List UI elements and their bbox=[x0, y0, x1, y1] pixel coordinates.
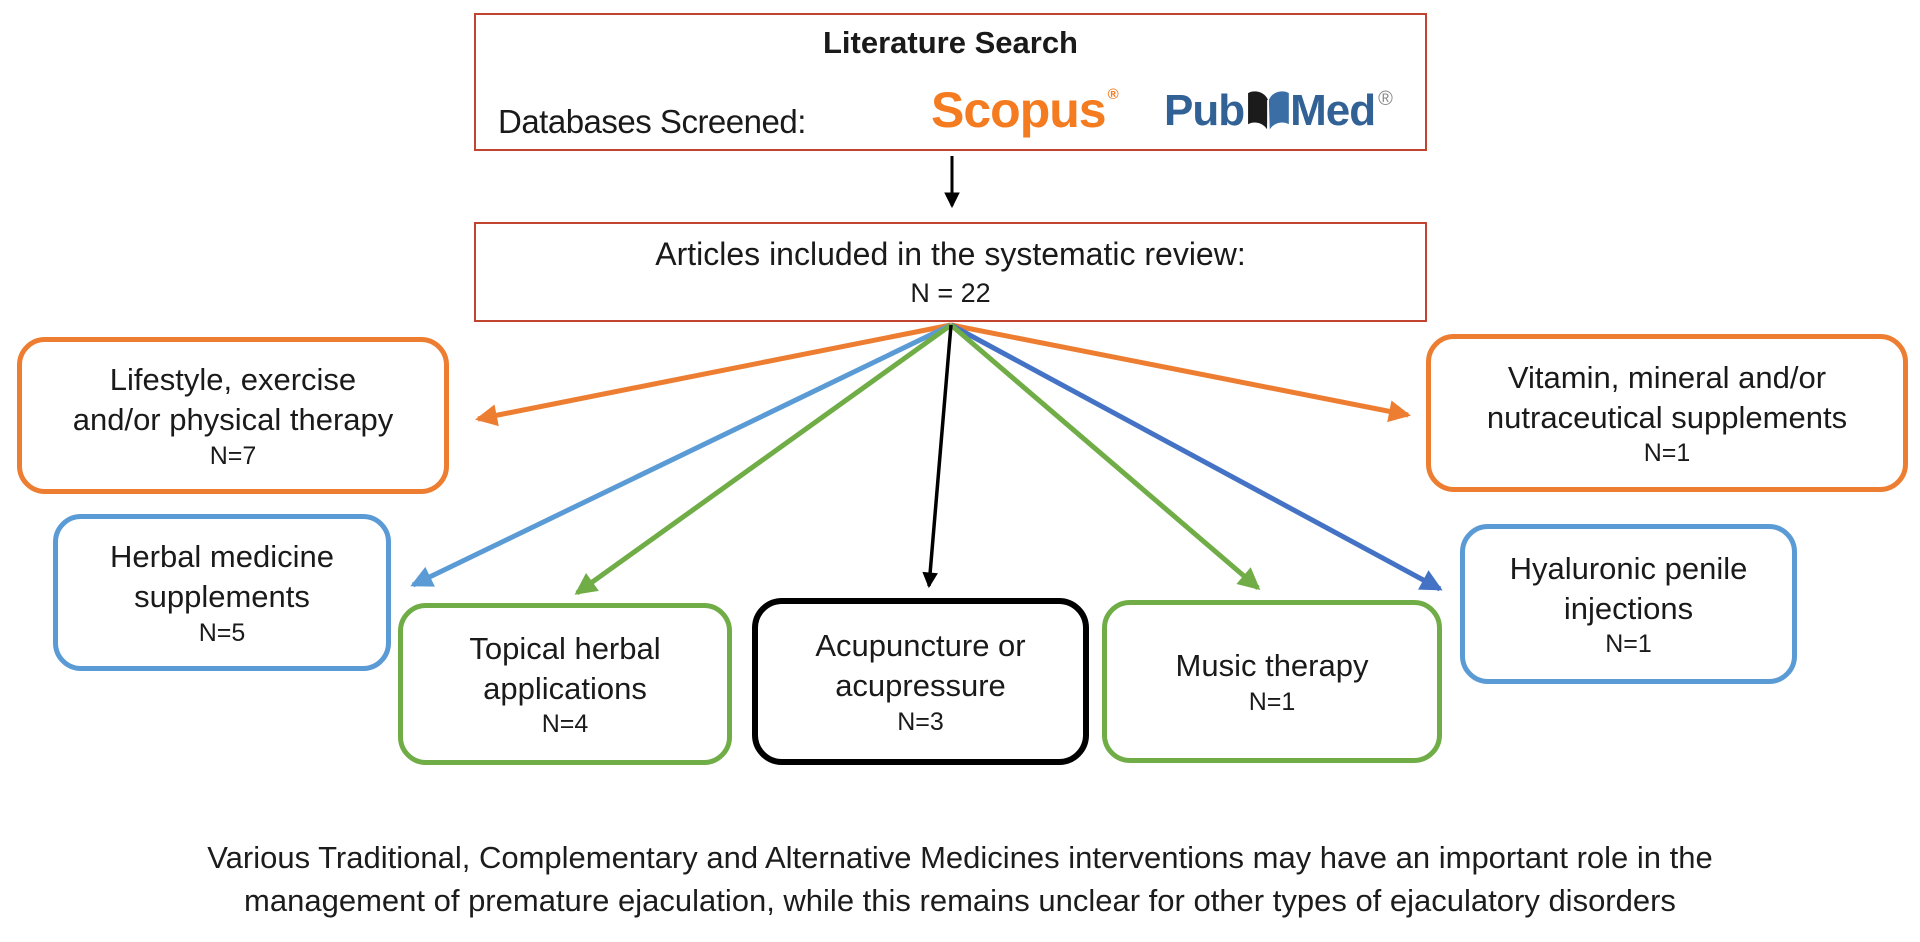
category-label: Music therapy bbox=[1175, 648, 1369, 684]
category-box-topical: Topical herbal applications N=4 bbox=[398, 603, 732, 765]
category-box-vitamin: Vitamin, mineral and/or nutraceutical su… bbox=[1426, 334, 1908, 492]
caption-line-2: management of premature ejaculation, whi… bbox=[244, 883, 1676, 919]
category-count: N=5 bbox=[198, 618, 246, 647]
category-box-herbal: Herbal medicine supplements N=5 bbox=[53, 514, 391, 671]
category-box-lifestyle: Lifestyle, exercise and/or physical ther… bbox=[17, 337, 449, 494]
category-label: Topical herbal applications bbox=[469, 630, 661, 706]
caption-line-1: Various Traditional, Complementary and A… bbox=[207, 840, 1713, 875]
articles-included-count: N = 22 bbox=[910, 278, 991, 308]
scopus-logo-text: Scopus bbox=[931, 82, 1107, 138]
category-label: Vitamin, mineral and/or nutraceutical su… bbox=[1486, 359, 1848, 435]
category-count: N=7 bbox=[209, 441, 257, 470]
scopus-registered-mark: ® bbox=[1107, 86, 1119, 103]
pubmed-logo: Pub Med ® bbox=[1164, 89, 1393, 137]
open-book-icon bbox=[1248, 91, 1289, 130]
arrow-to-hyaluronic bbox=[949, 322, 1443, 592]
pubmed-logo-med: Med bbox=[1290, 86, 1376, 135]
category-label: Acupuncture or acupressure bbox=[815, 628, 1026, 703]
arrow-to-vitamin bbox=[950, 322, 1411, 423]
pubmed-logo-pub: Pub bbox=[1164, 86, 1245, 135]
arrow-to-topical bbox=[574, 322, 953, 596]
articles-included-box: Articles included in the systematic revi… bbox=[474, 222, 1427, 322]
literature-search-title: Literature Search bbox=[823, 25, 1078, 60]
category-count: N=1 bbox=[1248, 687, 1296, 716]
databases-screened-label: Databases Screened: bbox=[498, 103, 806, 140]
category-count: N=4 bbox=[541, 710, 589, 739]
category-label: Hyaluronic penile injections bbox=[1509, 550, 1748, 626]
arrow-to-acupuncture bbox=[922, 324, 953, 589]
category-label: Herbal medicine supplements bbox=[110, 539, 334, 614]
category-count: N=3 bbox=[897, 707, 944, 736]
figure-caption: Various Traditional, Complementary and A… bbox=[0, 836, 1920, 923]
literature-search-box: Literature Search Databases Screened: Sc… bbox=[474, 13, 1427, 151]
category-box-music: Music therapy N=1 bbox=[1102, 600, 1442, 763]
scopus-logo: Scopus® bbox=[931, 81, 1119, 139]
category-count: N=1 bbox=[1605, 630, 1652, 659]
articles-included-text: Articles included in the systematic revi… bbox=[655, 236, 1246, 272]
pubmed-registered-mark: ® bbox=[1378, 88, 1393, 110]
category-label: Lifestyle, exercise and/or physical ther… bbox=[72, 362, 394, 437]
category-count: N=1 bbox=[1643, 439, 1691, 468]
arrow-to-herbal bbox=[410, 322, 953, 588]
category-box-hyaluronic: Hyaluronic penile injections N=1 bbox=[1460, 524, 1797, 684]
arrow-to-music bbox=[949, 323, 1261, 590]
category-box-acupuncture: Acupuncture or acupressure N=3 bbox=[752, 598, 1089, 765]
arrow-to-lifestyle bbox=[475, 322, 952, 427]
